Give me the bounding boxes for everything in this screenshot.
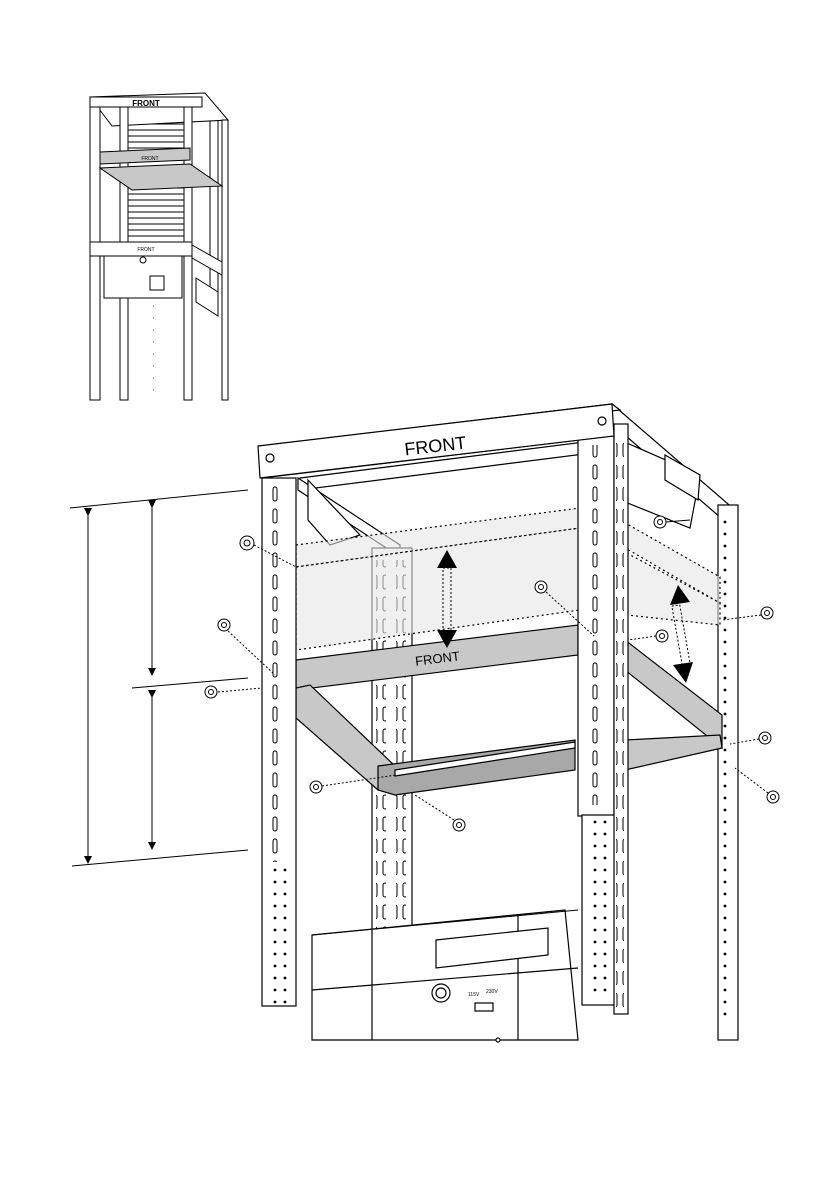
screw-icon xyxy=(415,795,465,831)
overview-thumbnail: FRONT FRONT FRONT xyxy=(90,93,228,400)
side-crossbar xyxy=(625,640,722,748)
bottom-panel: 115V 230V xyxy=(312,910,578,1042)
thumbnail-top-label: FRONT xyxy=(132,99,160,108)
screw-icon xyxy=(628,630,668,642)
panel-switch-right-label: 230V xyxy=(486,989,498,995)
thumbnail-mid-label: FRONT xyxy=(141,156,158,162)
screw-icon xyxy=(205,686,262,698)
dimension-arrow-icon xyxy=(70,490,248,866)
screw-icon xyxy=(735,768,779,803)
thumbnail-low-label: FRONT xyxy=(137,247,154,253)
rack-assembly: FRONT FRONT xyxy=(258,404,738,1042)
lower-frame xyxy=(296,685,722,795)
panel-switch-left-label: 115V xyxy=(468,992,480,998)
